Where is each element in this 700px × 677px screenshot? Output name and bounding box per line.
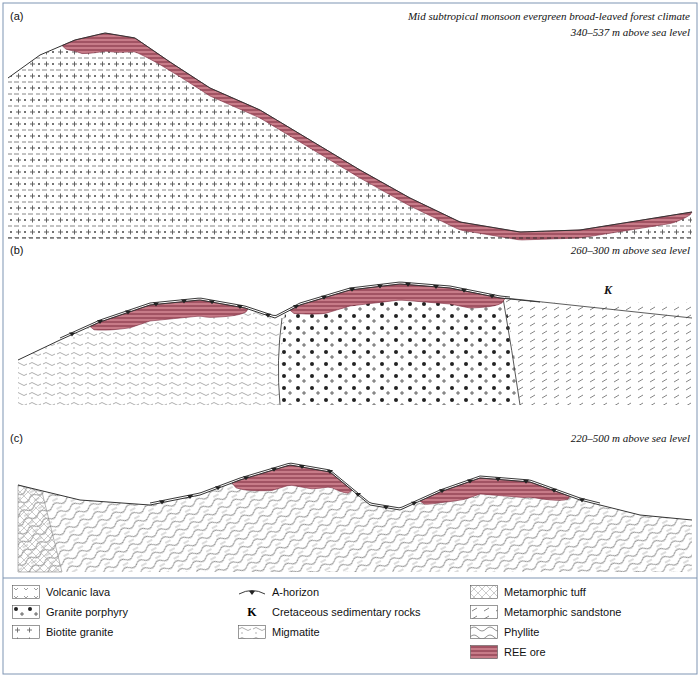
a-horizon-tick — [265, 314, 271, 318]
a-horizon-tick — [159, 501, 165, 505]
metamorphic-bedrock — [18, 465, 692, 572]
legend-item: REE ore — [470, 644, 546, 660]
panel-letter: (a) — [10, 10, 23, 23]
a-horizon-tick — [97, 320, 103, 324]
migmatite-body — [18, 300, 285, 405]
a-horizon-tick — [377, 284, 383, 288]
surface-line — [18, 465, 692, 520]
legend-label: A-horizon — [272, 586, 319, 598]
legend-item: Volcanic lava — [12, 584, 110, 600]
a-horizon-tick — [405, 283, 411, 287]
legend-swatch — [12, 625, 40, 639]
granite-porphyry-body — [280, 284, 520, 405]
metamorphic-body — [505, 299, 692, 406]
legend-item: Phyllite — [470, 624, 539, 640]
a-horizon-tick — [327, 470, 333, 474]
legend-label: Phyllite — [504, 626, 539, 638]
k-boundary-line — [505, 298, 692, 318]
legend-swatch — [238, 585, 266, 599]
formation-symbol: K — [604, 284, 612, 297]
a-horizon-tick — [495, 477, 501, 481]
panel-letter: (b) — [10, 244, 23, 257]
legend-swatch — [12, 605, 40, 619]
legend-swatch — [238, 625, 266, 639]
a-horizon-tick — [551, 489, 557, 493]
legend-item: Metamorphic tuff — [470, 584, 586, 600]
legend-k-symbol: K — [247, 605, 256, 620]
legend-item: K Cretaceous sedimentary rocks — [238, 604, 421, 620]
legend-label: Metamorphic sandstone — [504, 606, 621, 618]
elevation-note: 260–300 m above sea level — [571, 244, 690, 257]
a-horizon-tick — [579, 499, 585, 503]
a-horizon-tick — [523, 480, 529, 484]
legend-item: Metamorphic sandstone — [470, 604, 621, 620]
a-horizon-tick — [349, 288, 355, 292]
elevation-note: 220–500 m above sea level — [571, 432, 690, 445]
frame — [3, 3, 697, 674]
legend-divider — [3, 578, 697, 579]
volcanic-wedge — [18, 485, 62, 572]
legend-item: Biotite granite — [12, 624, 113, 640]
ree-ore — [420, 478, 570, 504]
ree-ore — [290, 284, 505, 314]
legend-label: Metamorphic tuff — [504, 586, 586, 598]
legend-item: Granite porphyry — [12, 604, 128, 620]
a-horizon-tick — [299, 465, 305, 469]
legend-item: Migmatite — [238, 624, 320, 640]
a-horizon-tick — [467, 480, 473, 484]
legend-label: Biotite granite — [46, 626, 113, 638]
a-horizon-tick — [237, 305, 243, 309]
a-horizon-tick — [383, 506, 389, 510]
a-horizon-line — [150, 463, 600, 508]
a-horizon-tick — [215, 486, 221, 490]
legend-item: A-horizon — [238, 584, 319, 600]
base-line — [8, 238, 692, 239]
a-horizon-tick — [461, 289, 467, 293]
contact-line — [503, 298, 520, 405]
panel-letter: (c) — [10, 432, 23, 445]
elevation-note: 340–537 m above sea level — [571, 26, 690, 39]
contact-line — [278, 318, 282, 405]
legend-label: Volcanic lava — [46, 586, 110, 598]
a-horizon-tick — [181, 300, 187, 304]
a-horizon-tick — [355, 493, 361, 497]
legend-swatch — [12, 585, 40, 599]
ree-ore — [62, 33, 692, 240]
climate-note: Mid subtropical monsoon evergreen broad-… — [408, 10, 690, 23]
legend-swatch — [470, 585, 498, 599]
biotite-granite-body — [8, 33, 692, 238]
a-horizon-tick — [209, 300, 215, 304]
legend-label: Cretaceous sedimentary rocks — [272, 606, 421, 618]
a-horizon-tick — [69, 333, 75, 337]
ree-ore — [232, 465, 352, 493]
a-horizon-tick — [439, 489, 445, 493]
a-horizon-tick — [293, 305, 299, 309]
legend-label: REE ore — [504, 646, 546, 658]
a-horizon-tick — [153, 302, 159, 306]
a-horizon-tick — [489, 294, 495, 298]
legend-swatch — [470, 645, 498, 659]
a-horizon-line — [60, 282, 510, 338]
a-horizon-tick — [411, 502, 417, 506]
legend-swatch — [470, 605, 498, 619]
a-horizon-tick — [187, 495, 193, 499]
a-horizon-tick — [271, 468, 277, 472]
a-horizon-tick — [321, 296, 327, 300]
legend-label: Granite porphyry — [46, 606, 128, 618]
legend-swatch — [470, 625, 498, 639]
surface-line — [8, 33, 692, 232]
a-horizon-tick — [433, 285, 439, 289]
legend-swatch: K — [238, 605, 266, 619]
legend-label: Migmatite — [272, 626, 320, 638]
geology-profiles — [8, 33, 692, 572]
a-horizon-tick — [243, 476, 249, 480]
a-horizon-tick — [125, 310, 131, 314]
